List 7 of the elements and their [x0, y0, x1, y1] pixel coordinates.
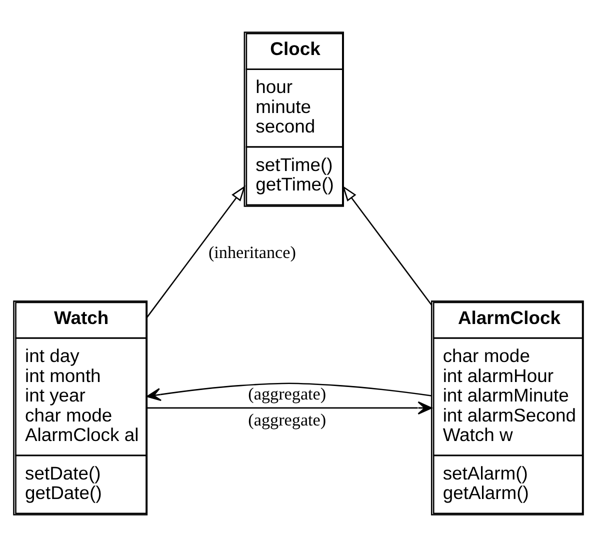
arrow: [147, 400, 432, 414]
edge-label: (aggregate): [248, 410, 326, 430]
arrow: [146, 382, 432, 401]
arrow: [146, 184, 246, 318]
edge-label: (inheritance): [208, 242, 296, 262]
arrow: [342, 184, 432, 305]
edge-label: (aggregate): [248, 384, 326, 403]
